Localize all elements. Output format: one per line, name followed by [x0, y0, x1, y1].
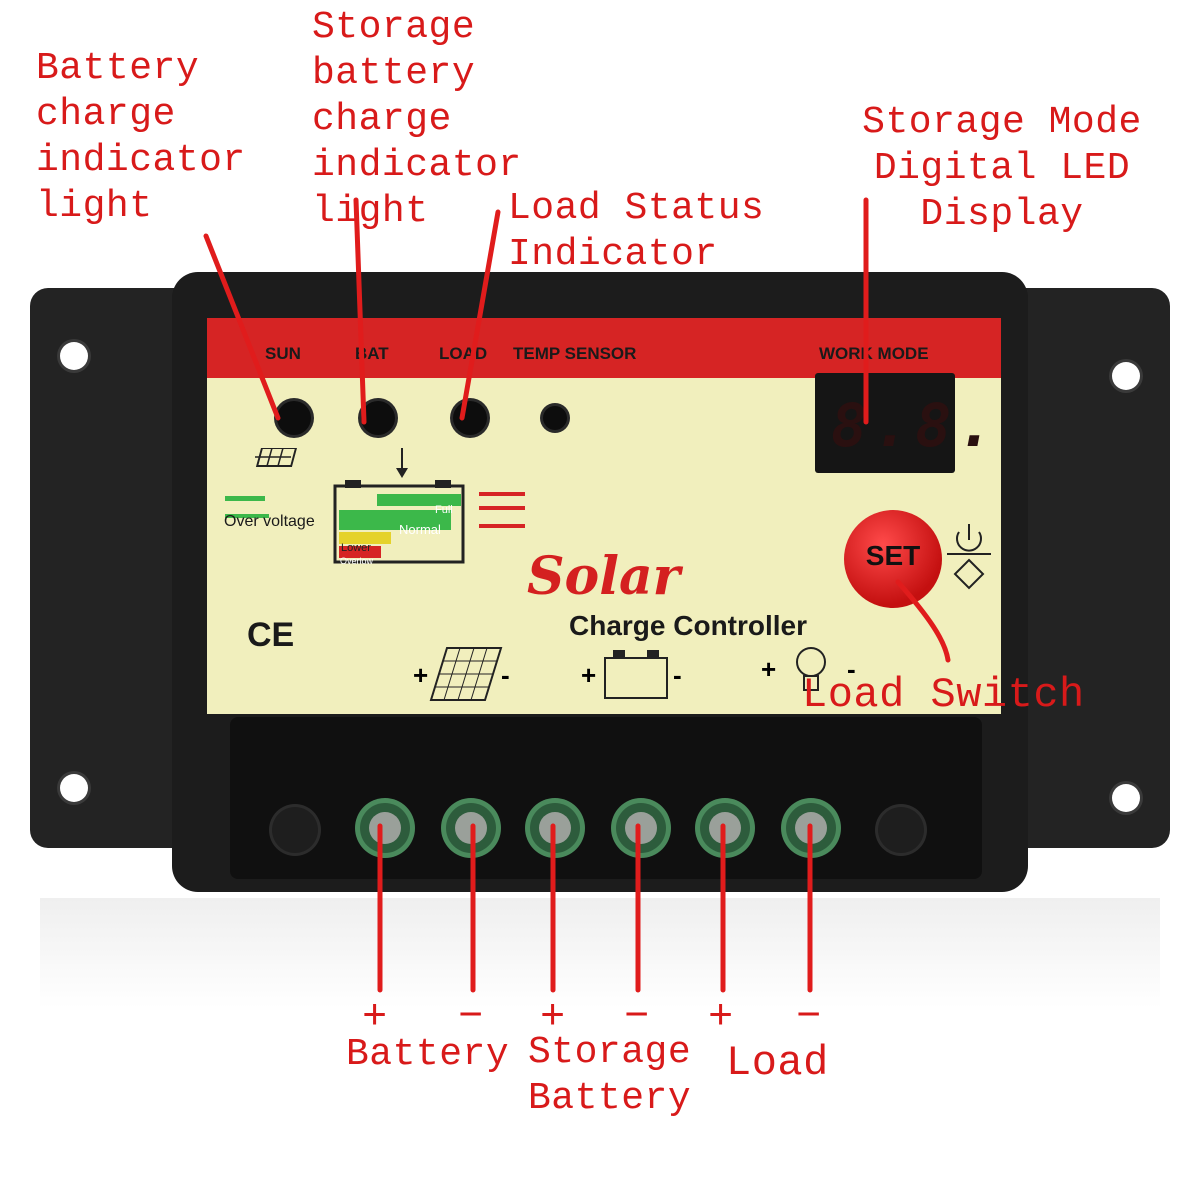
storage-mode-display-callout: Storage Mode Digital LED Display	[862, 101, 1142, 236]
storage-negative-terminal[interactable]	[616, 803, 666, 853]
display-digits: 8.8.	[831, 391, 1000, 461]
battery-minus-callout: −	[458, 993, 484, 1041]
mount-hole-top-right	[1112, 362, 1140, 390]
set-button-label: SET	[865, 540, 921, 571]
storage-minus-callout: −	[624, 993, 650, 1041]
load-label: LOAD	[439, 344, 488, 363]
left-mounting-flange	[30, 288, 200, 848]
cable-gland-right	[878, 807, 924, 853]
surface-reflection	[40, 898, 1160, 1008]
storage-positive-terminal[interactable]	[530, 803, 580, 853]
solar-panel-icon	[429, 647, 503, 701]
storage-battery-charge-indicator-callout: Storage battery charge indicator light	[312, 6, 522, 233]
power-icon	[947, 524, 991, 590]
storage-battery-terminal-label: Storage Battery	[528, 1031, 692, 1120]
load-plus-sign: +	[761, 654, 777, 684]
over-voltage-label: Over voltage	[224, 513, 315, 530]
battery-minus-sign: -	[673, 660, 682, 690]
battery-plus-sign: +	[581, 660, 597, 690]
front-panel: SUN BAT LOAD TEMP SENSOR WORK MODE 8.8.	[207, 318, 1001, 714]
battery-negative-terminal[interactable]	[446, 803, 496, 853]
product-label: Charge Controller	[569, 610, 808, 641]
work-mode-display: 8.8.	[815, 373, 994, 473]
sun-indicator-led	[277, 401, 311, 435]
bat-label: BAT	[355, 344, 389, 363]
load-positive-terminal[interactable]	[700, 803, 750, 853]
work-mode-label: WORK MODE	[819, 344, 929, 363]
battery-charge-indicator-callout: Battery charge indicator light	[36, 47, 246, 228]
load-indicator-led	[453, 401, 487, 435]
level-overlow-label: Overlow	[340, 556, 374, 566]
mount-hole-bottom-right	[1112, 784, 1140, 812]
temp-sensor-port	[543, 406, 567, 430]
level-full-label: Full	[435, 504, 453, 516]
battery-plus-callout: +	[362, 993, 388, 1041]
battery-icon	[604, 650, 668, 699]
pv-minus-sign: -	[501, 660, 510, 690]
bat-indicator-led	[361, 401, 395, 435]
level-lower-label: Lower	[341, 542, 371, 554]
ce-mark: CE	[247, 616, 295, 654]
pv-plus-sign: +	[413, 660, 429, 690]
mount-hole-bottom-left	[60, 774, 88, 802]
battery-positive-terminal[interactable]	[360, 803, 410, 853]
light-bulb-icon	[796, 647, 826, 691]
load-terminal-label: Load	[726, 1039, 829, 1087]
temp-sensor-label: TEMP SENSOR	[513, 344, 637, 363]
battery-terminal-label: Battery	[346, 1033, 510, 1076]
status-band: SUN BAT LOAD TEMP SENSOR WORK MODE	[207, 318, 1001, 378]
load-minus-sign: -	[847, 654, 856, 684]
load-plus-callout: +	[708, 993, 734, 1041]
sun-label: SUN	[265, 344, 301, 363]
load-negative-terminal[interactable]	[786, 803, 836, 853]
set-button[interactable]: SET	[844, 510, 942, 608]
brand-logo: Solar	[527, 546, 681, 607]
load-minus-callout: −	[796, 993, 822, 1041]
load-switch-callout: Load Switch	[802, 671, 1085, 719]
level-normal-label: Normal	[399, 522, 441, 537]
battery-level-diagram	[225, 448, 525, 564]
storage-plus-callout: +	[540, 993, 566, 1041]
right-mounting-flange	[1000, 288, 1170, 848]
solar-panel-icon	[255, 448, 298, 467]
mount-hole-top-left	[60, 342, 88, 370]
cable-gland-left	[272, 807, 318, 853]
battery-outline-icon	[333, 484, 465, 564]
terminal-block	[230, 717, 982, 879]
charge-controller-device: SUN BAT LOAD TEMP SENSOR WORK MODE 8.8.	[30, 272, 1170, 894]
load-status-indicator-callout: Load Status Indicator	[508, 187, 765, 276]
